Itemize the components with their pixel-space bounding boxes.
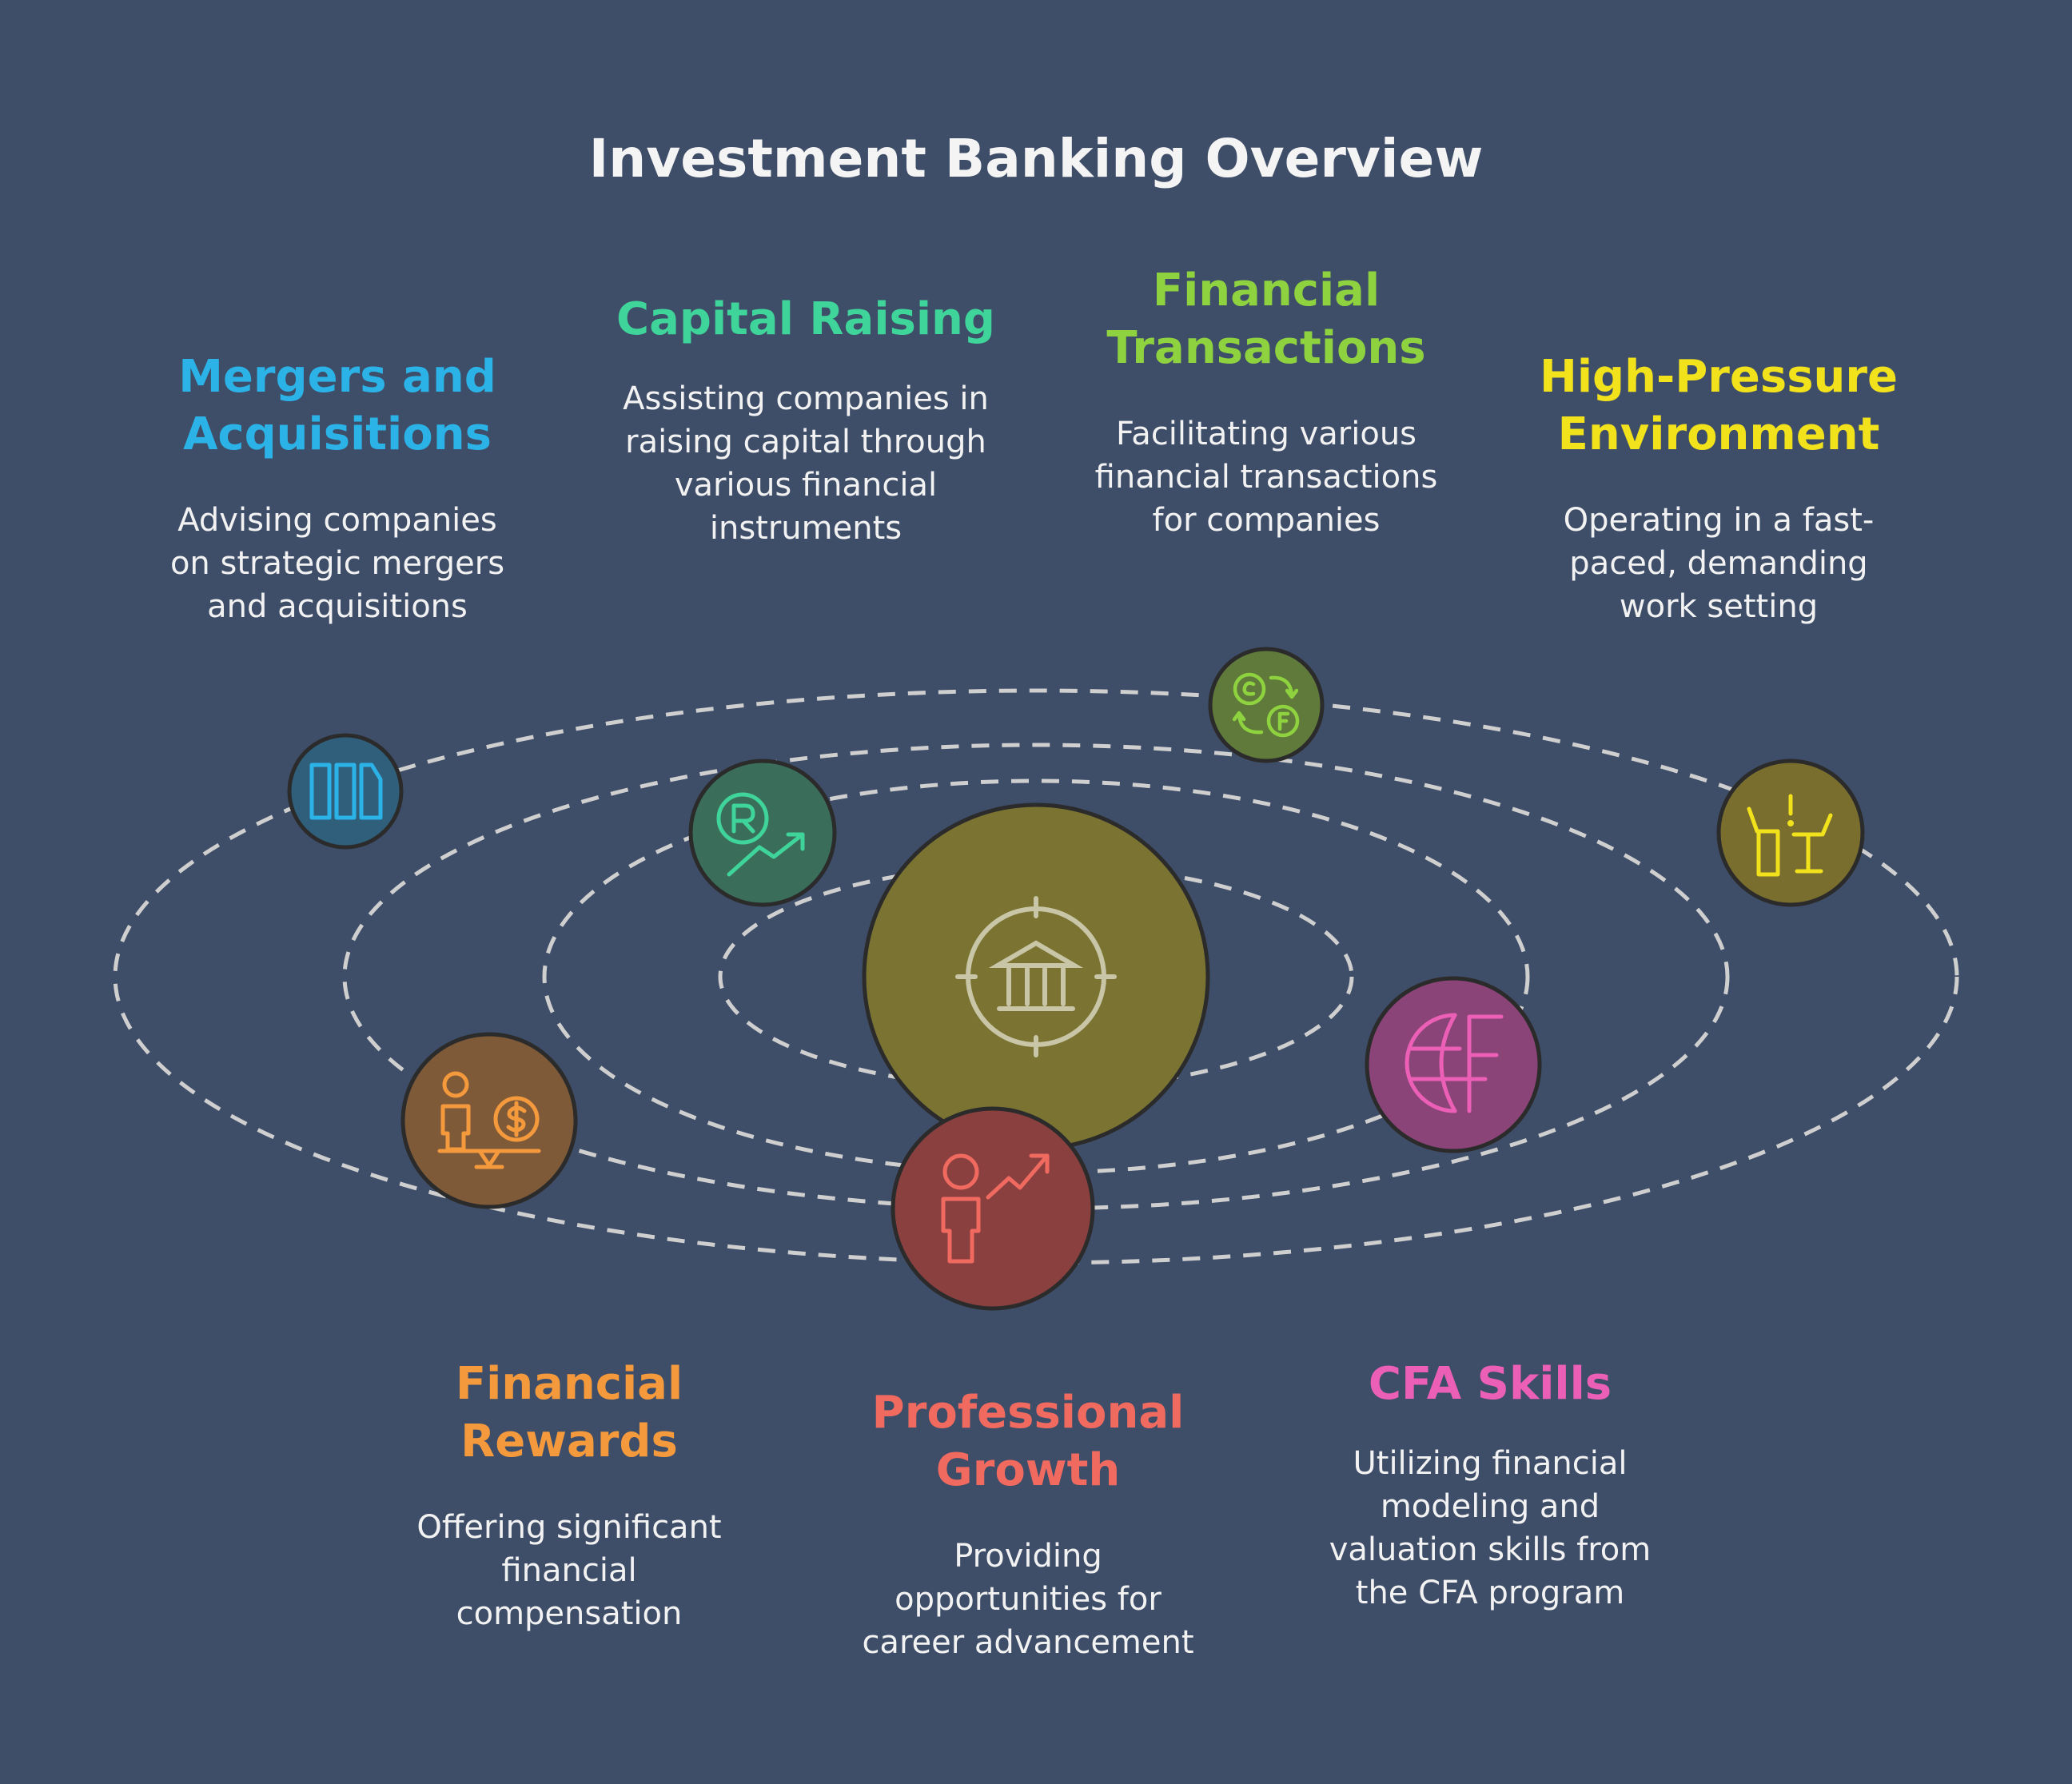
node-circle [287,733,404,850]
node-circle [891,1106,1095,1311]
node-circle [1208,647,1325,763]
node-mergers-acquisitions [287,733,404,850]
node-financial-rewards [400,1032,578,1209]
label-financial-transactions: Financial Transactions Facilitating vari… [1034,262,1498,542]
node-high-pressure [1716,759,1865,907]
node-cfa-skills [1365,976,1542,1153]
item-title: Financial Transactions [1106,265,1426,374]
node-circle [1716,759,1865,907]
bank-target-icon [955,896,1117,1057]
label-capital-raising: Capital Raising Assisting companies in r… [574,291,1038,550]
globe-franc-icon [1405,1013,1504,1113]
item-description: Assisting companies in raising capital t… [623,380,989,547]
item-description: Utilizing financial modeling and valuati… [1329,1445,1652,1611]
page-title: Investment Banking Overview [588,128,1484,189]
item-description: Offering significant financial compensat… [416,1509,722,1632]
node-capital-raising [688,759,837,907]
node-circle [1365,976,1542,1153]
currency-exchange-icon [1232,672,1300,738]
item-title: Professional Growth [871,1387,1185,1496]
label-financial-rewards: Financial Rewards Offering significant f… [337,1356,801,1635]
desk-alert-icon [1747,794,1833,877]
person-growth-icon [941,1153,1050,1264]
orbit-ring-2 [542,779,1530,1175]
label-cfa-skills: CFA Skills Utilizing financial modeling … [1266,1356,1714,1615]
item-title: High-Pressure Environment [1539,351,1899,460]
item-title: Mergers and Acquisitions [178,351,496,460]
node-professional-growth [891,1106,1095,1311]
item-description: Operating in a fast- paced, demanding wo… [1563,502,1875,625]
item-description: Advising companies on strategic mergers … [169,502,505,625]
item-title: Financial Rewards [455,1358,683,1467]
item-description: Providing opportunities for career advan… [862,1538,1194,1661]
label-professional-growth: Professional Growth Providing opportunit… [796,1384,1260,1664]
node-financial-transactions [1208,647,1325,763]
node-circle [400,1032,578,1209]
center-circle [862,802,1210,1151]
building-blocks-icon [309,763,383,820]
item-description: Facilitating various financial transacti… [1094,416,1438,539]
label-mergers-acquisitions: Mergers and Acquisitions Advising compan… [106,348,569,628]
label-high-pressure: High-Pressure Environment Operating in a… [1495,348,1942,628]
center-node [862,802,1210,1151]
person-coin-balance-icon [437,1071,541,1169]
rupee-growth-icon [716,792,805,877]
item-title: CFA Skills [1368,1358,1612,1410]
item-title: Capital Raising [616,293,995,345]
